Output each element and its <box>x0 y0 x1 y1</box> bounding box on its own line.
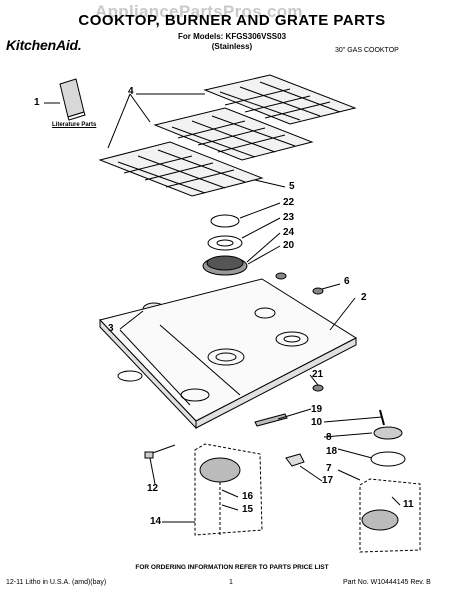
callout-4: 4 <box>128 86 134 97</box>
burner-ring-right <box>370 451 406 467</box>
callout-10: 10 <box>311 417 323 428</box>
burner-cap-small <box>210 214 240 228</box>
callout-15: 15 <box>242 504 254 515</box>
callout-9-label: 19 <box>311 404 323 415</box>
ordering-note: FOR ORDERING INFORMATION REFER TO PARTS … <box>135 564 329 571</box>
callout-24: 24 <box>283 227 295 238</box>
callout-1: 1 <box>34 97 40 108</box>
callout-16: 16 <box>242 491 254 502</box>
literature-booklet <box>59 78 86 121</box>
model-info: For Models: KFGS306VSS03 (Stainless) <box>0 32 464 52</box>
cooktop-panel <box>99 278 358 430</box>
grate-center <box>153 107 314 161</box>
brand-logo: KitchenAid. <box>6 37 82 53</box>
grate-front <box>98 141 264 197</box>
callout-11: 11 <box>403 499 414 510</box>
callout-18: 18 <box>326 446 338 457</box>
callout-2: 2 <box>361 292 367 303</box>
watermark-text: AppliancePartsPros.com <box>95 2 303 21</box>
model-line: For Models: KFGS306VSS03 <box>177 32 287 41</box>
callout-3: 3 <box>108 323 114 334</box>
callout-20: 20 <box>283 240 295 251</box>
finish-line: (Stainless) <box>211 42 253 51</box>
callout-5: 5 <box>289 181 295 192</box>
clip-part <box>285 453 305 467</box>
valve-bracket-left <box>194 443 263 536</box>
burner-right-upper <box>373 426 403 440</box>
callout-14: 14 <box>150 516 162 527</box>
literature-parts-label: Literature Parts <box>52 122 97 128</box>
callout-8: 8 <box>326 432 332 443</box>
grate-rear <box>203 74 357 125</box>
callout-6: 6 <box>344 276 350 287</box>
part-number: Part No. W10444145 Rev. B <box>343 579 431 586</box>
burner-valve-right <box>361 509 399 531</box>
burner-cap-rear <box>275 272 287 280</box>
page-number: 1 <box>229 579 233 586</box>
product-subtitle: 30" GAS COOKTOP <box>335 47 399 54</box>
litho-info: 12-11 Litho in U.S.A. (amd)(bay) <box>6 579 107 586</box>
callout-22: 22 <box>283 197 295 208</box>
callout-17: 17 <box>322 475 334 486</box>
callout-21: 21 <box>312 369 324 380</box>
callout-23: 23 <box>283 212 295 223</box>
trim-strip <box>254 413 288 427</box>
burner-cap-right <box>312 287 324 295</box>
callout-7: 7 <box>326 463 332 474</box>
burner-cap-front-right <box>312 384 324 392</box>
callout-12: 12 <box>147 483 159 494</box>
page-title: COOKTOP, BURNER AND GRATE PARTS <box>78 12 386 29</box>
burner-valve-left <box>199 457 241 483</box>
